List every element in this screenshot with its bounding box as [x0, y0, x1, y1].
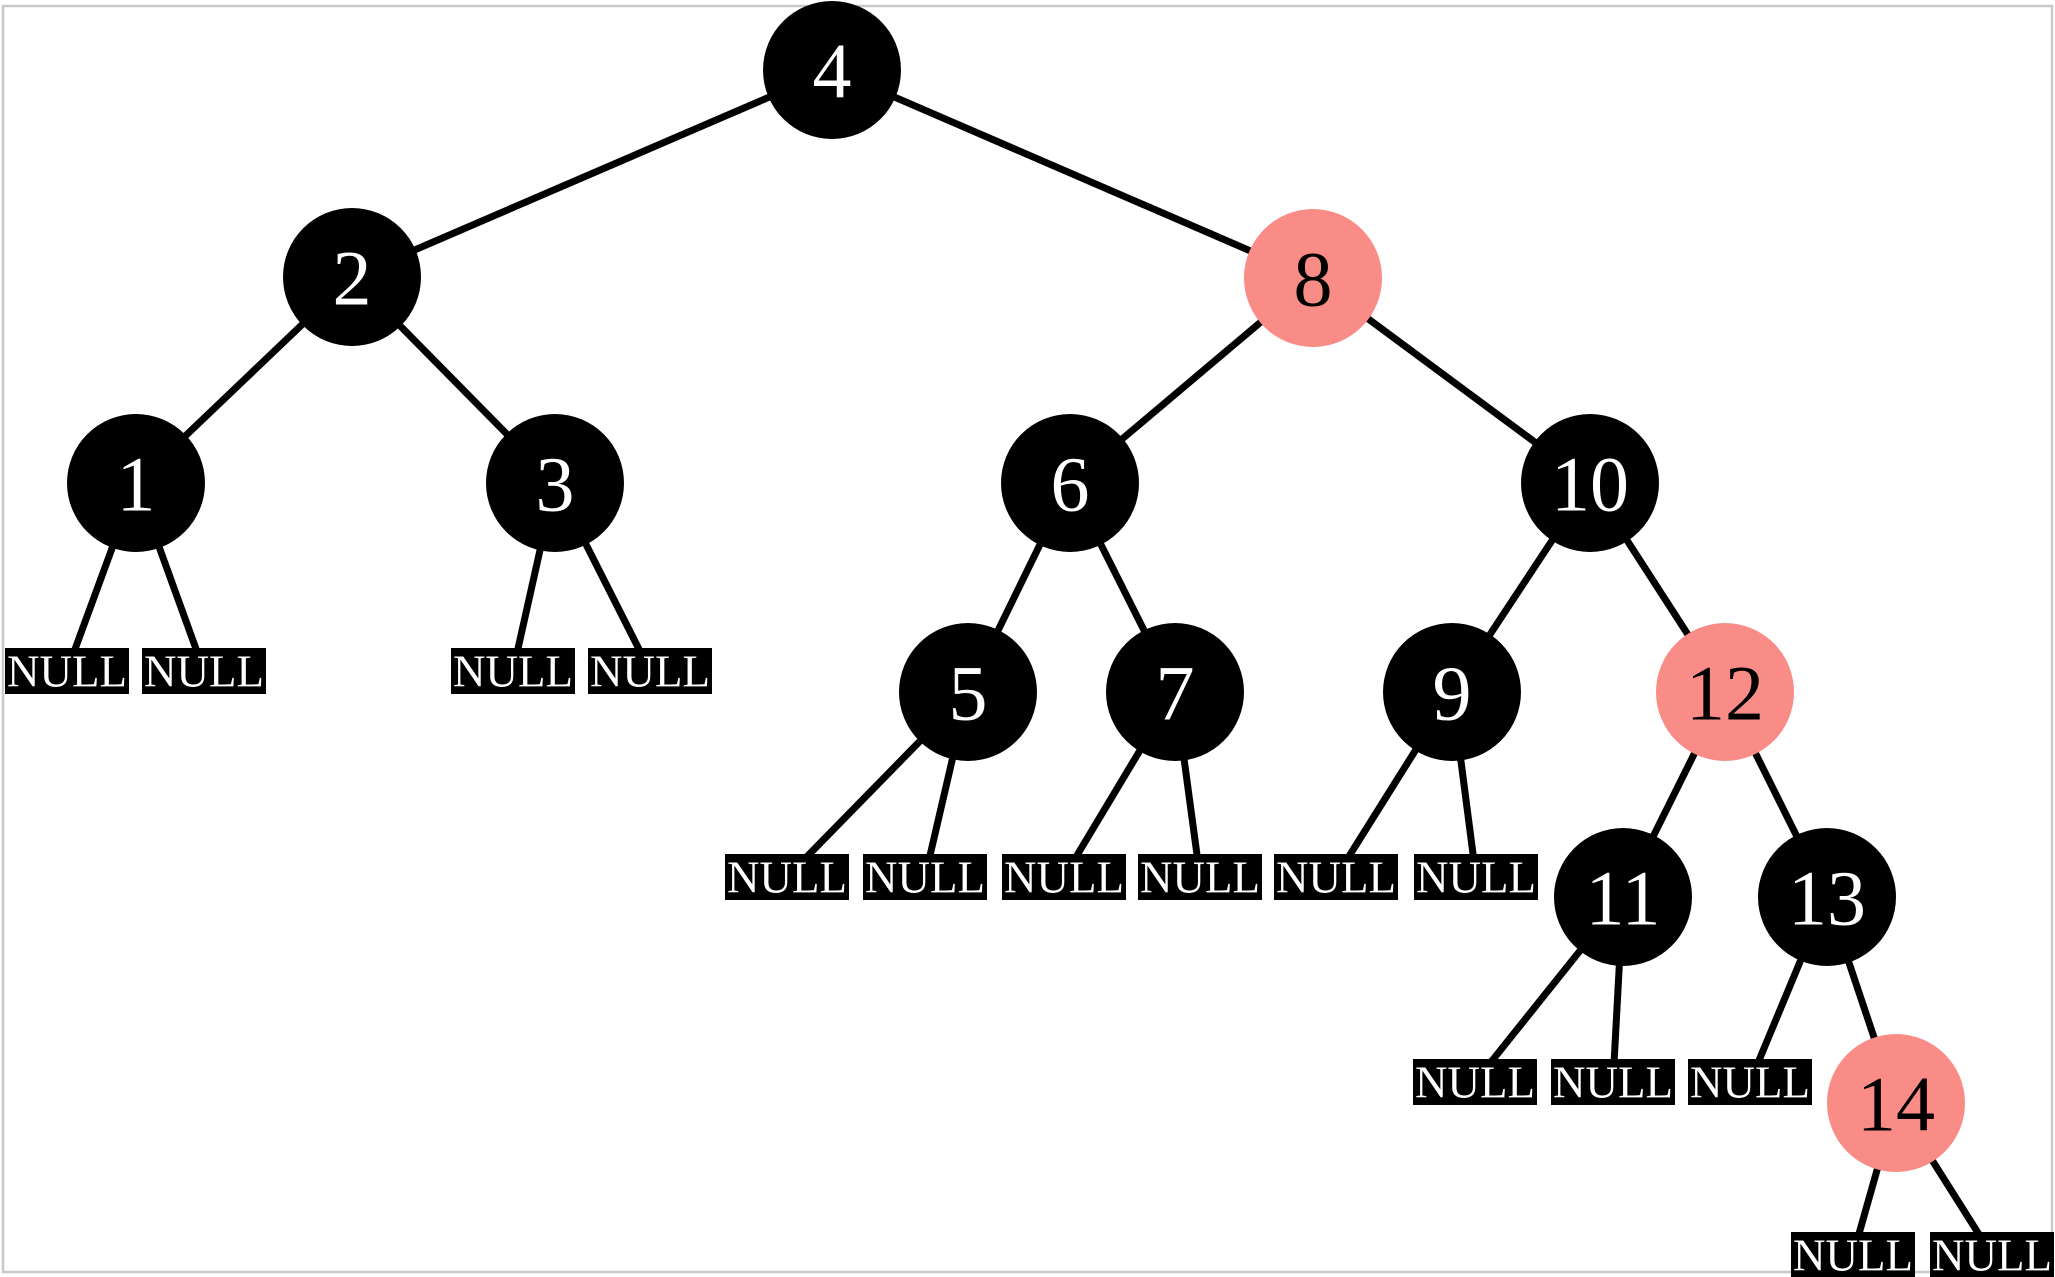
null-3L-box [451, 648, 575, 694]
node-1-label: 1 [117, 440, 156, 527]
node-6 [1001, 414, 1139, 552]
null-3R-box [588, 648, 712, 694]
null-5R-label: NULL [865, 853, 985, 903]
null-3L-label: NULL [453, 647, 573, 697]
node-10 [1521, 414, 1659, 552]
null-14R-label: NULL [1932, 1231, 2052, 1277]
null-7R-box [1138, 854, 1262, 900]
image-border [1, 4, 2054, 1274]
node-3-label: 3 [536, 440, 575, 527]
node-9 [1383, 623, 1521, 761]
null-9L-label: NULL [1276, 853, 1396, 903]
node-14-label: 14 [1857, 1060, 1935, 1147]
node-5-label: 5 [949, 649, 988, 736]
null-9L-box [1274, 854, 1398, 900]
node-13-label: 13 [1788, 854, 1866, 941]
node-4-label: 4 [813, 27, 852, 114]
edge-4-2 [350, 66, 834, 281]
node-8 [1244, 209, 1382, 347]
null-11R-box [1551, 1059, 1675, 1105]
null-14L-label: NULL [1793, 1231, 1913, 1277]
null-11L-label: NULL [1415, 1058, 1535, 1108]
null-14L-box [1791, 1232, 1915, 1277]
null-11R-label: NULL [1553, 1058, 1673, 1108]
null-9R-label: NULL [1416, 853, 1536, 903]
null-1L-box [5, 648, 129, 694]
null-1L-label: NULL [7, 647, 127, 697]
node-9-label: 9 [1433, 649, 1472, 736]
null-5L-label: NULL [727, 853, 847, 903]
node-6-label: 6 [1051, 440, 1090, 527]
node-5 [899, 623, 1037, 761]
null-13L-box [1688, 1059, 1812, 1105]
node-8-label: 8 [1294, 235, 1333, 322]
node-7 [1106, 623, 1244, 761]
node-12-label: 12 [1686, 649, 1764, 736]
null-5L-box [725, 854, 849, 900]
node-2 [283, 208, 421, 346]
node-4 [763, 1, 901, 139]
null-1R-box [142, 648, 266, 694]
node-10-label: 10 [1551, 440, 1629, 527]
null-14R-box [1930, 1232, 2054, 1277]
null-3R-label: NULL [590, 647, 710, 697]
node-11 [1554, 828, 1692, 966]
null-5R-box [863, 854, 987, 900]
null-13L-label: NULL [1690, 1058, 1810, 1108]
node-11-label: 11 [1585, 854, 1660, 941]
node-1 [67, 414, 205, 552]
null-7L-label: NULL [1004, 853, 1124, 903]
null-1R-label: NULL [144, 647, 264, 697]
node-3 [486, 414, 624, 552]
null-9R-box [1414, 854, 1538, 900]
node-12 [1656, 623, 1794, 761]
node-14 [1827, 1034, 1965, 1172]
node-13 [1758, 828, 1896, 966]
edge-4-8 [830, 66, 1315, 282]
node-7-label: 7 [1156, 649, 1195, 736]
node-2-label: 2 [333, 234, 372, 321]
null-7R-label: NULL [1140, 853, 1260, 903]
null-11L-box [1413, 1059, 1537, 1105]
null-7L-box [1002, 854, 1126, 900]
